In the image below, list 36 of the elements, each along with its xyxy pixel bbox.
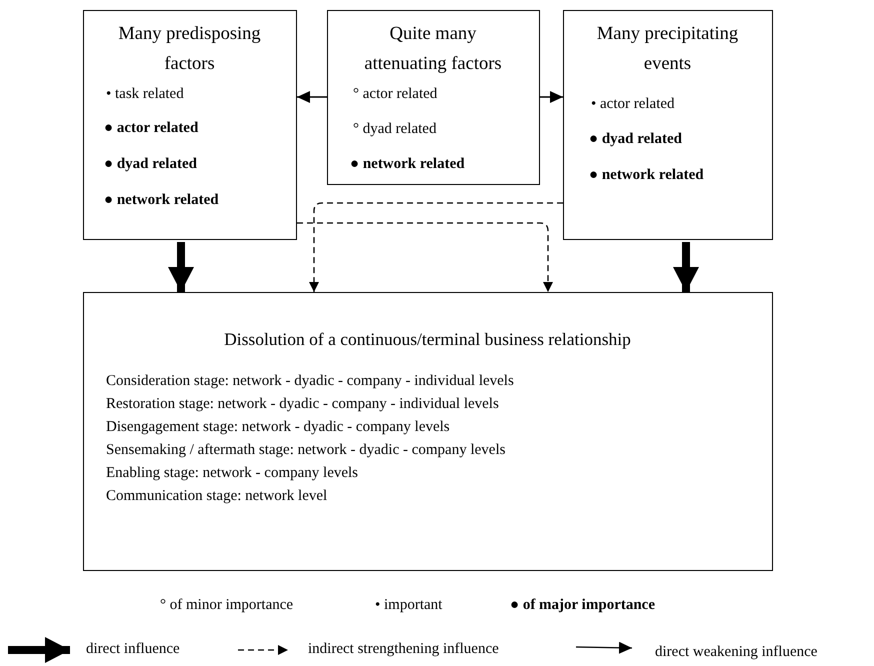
arrow — [673, 242, 699, 292]
box-heading: Many predisposing factors — [117, 23, 262, 76]
bullet-item: ° actor related — [353, 86, 438, 103]
arrow — [297, 91, 327, 103]
legend-text: direct influence — [86, 641, 180, 658]
stage-line: Disengagement stage: network - dyadic - company levels — [106, 419, 450, 436]
bullet-item: • actor related — [591, 96, 675, 113]
arrow — [309, 202, 563, 292]
stage-line: Sensemaking / aftermath stage: network - dyadic - company levels — [106, 442, 506, 459]
box-heading: Dissolution of a continuous/terminal business relationship — [223, 329, 632, 350]
bullet-item: ● dyad related — [589, 131, 682, 148]
legend-text: indirect strengthening influence — [308, 641, 499, 658]
legend-text: ° of minor importance — [160, 597, 294, 614]
bullet-item: ● network related — [104, 192, 219, 209]
outcome-box — [83, 292, 773, 571]
bullet-item: ● actor related — [104, 120, 198, 137]
arrow — [168, 242, 194, 292]
stage-line: Restoration stage: network - dyadic - company - individual levels — [106, 396, 499, 413]
stage-line: Communication stage: network level — [106, 488, 328, 505]
legend-text: direct weakening influence — [655, 644, 818, 661]
stage-line: Consideration stage: network - dyadic - company - individual levels — [106, 373, 514, 390]
bullet-item: • task related — [106, 86, 184, 103]
bullet-item: ° dyad related — [353, 121, 436, 138]
factor-box — [327, 10, 540, 185]
bullet-item: ● network related — [589, 167, 704, 184]
stage-line: Enabling stage: network - company levels — [106, 465, 358, 482]
box-heading: Quite many attenuating factors — [363, 23, 503, 76]
box-heading: Many precipitating events — [596, 23, 740, 76]
factor-box — [83, 10, 297, 240]
bullet-item: ● network related — [350, 156, 465, 173]
legend-text: ● of major importance — [510, 597, 655, 614]
legend-text: • important — [375, 597, 442, 614]
arrow — [540, 91, 563, 103]
factor-box — [563, 10, 773, 240]
arrow — [297, 222, 553, 292]
bullet-item: ● dyad related — [104, 156, 197, 173]
